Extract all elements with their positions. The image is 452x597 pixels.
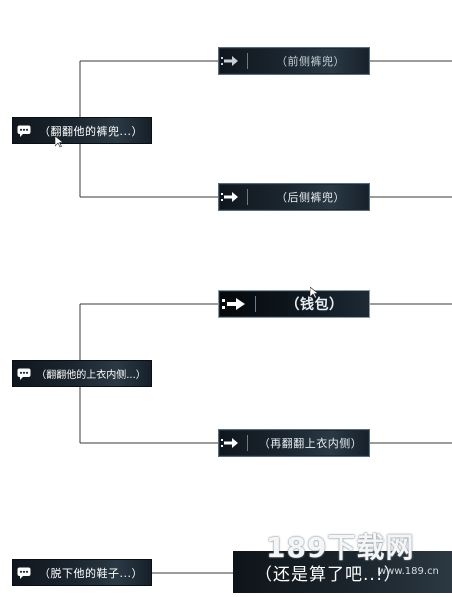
choice-divider bbox=[247, 53, 248, 69]
dialog-option-search-jacket-inside[interactable]: （翻翻他的上衣内侧...） bbox=[12, 360, 152, 387]
choice-wallet[interactable]: （钱包） bbox=[218, 290, 370, 318]
watermark-main: 189下载网 bbox=[266, 531, 415, 564]
arrow-right-icon bbox=[219, 48, 241, 74]
mouse-cursor-icon bbox=[310, 287, 319, 299]
choice-front-pocket[interactable]: （前侧裤兜） bbox=[218, 47, 370, 75]
arrow-right-icon bbox=[219, 184, 241, 210]
choice-divider bbox=[247, 189, 248, 205]
dialog-label: （翻翻他的裤兜...） bbox=[39, 124, 143, 138]
choice-divider bbox=[247, 435, 248, 451]
arrow-right-icon bbox=[219, 291, 249, 317]
choice-divider bbox=[255, 296, 256, 312]
watermark-url: www.189.cn bbox=[378, 566, 439, 577]
choice-label: （前侧裤兜） bbox=[276, 55, 345, 68]
arrow-right-icon bbox=[219, 430, 241, 456]
site-watermark: 189下载网 www.189.cn bbox=[266, 526, 452, 586]
choice-label: （再翻翻上衣内侧） bbox=[258, 437, 363, 450]
speech-bubble-icon bbox=[13, 361, 35, 386]
choice-label: （钱包） bbox=[285, 297, 344, 313]
dialog-label: （脱下他的鞋子...） bbox=[39, 566, 143, 580]
mouse-cursor-icon bbox=[55, 136, 64, 148]
dialog-option-search-pants-pockets[interactable]: （翻翻他的裤兜...） bbox=[12, 117, 152, 144]
speech-bubble-icon bbox=[13, 118, 35, 143]
choice-label: （后侧裤兜） bbox=[276, 191, 345, 204]
dialog-label: （翻翻他的上衣内侧...） bbox=[36, 370, 146, 381]
result-text: （还是算了吧..!） bbox=[255, 564, 402, 585]
speech-bubble-icon bbox=[13, 560, 35, 585]
dialog-option-take-off-shoes[interactable]: （脱下他的鞋子...） bbox=[12, 559, 152, 586]
choice-back-pocket[interactable]: （后侧裤兜） bbox=[218, 183, 370, 211]
choice-search-jacket-again[interactable]: （再翻翻上衣内侧） bbox=[218, 429, 370, 457]
result-subtitle: （还是算了吧..!） bbox=[233, 551, 452, 593]
